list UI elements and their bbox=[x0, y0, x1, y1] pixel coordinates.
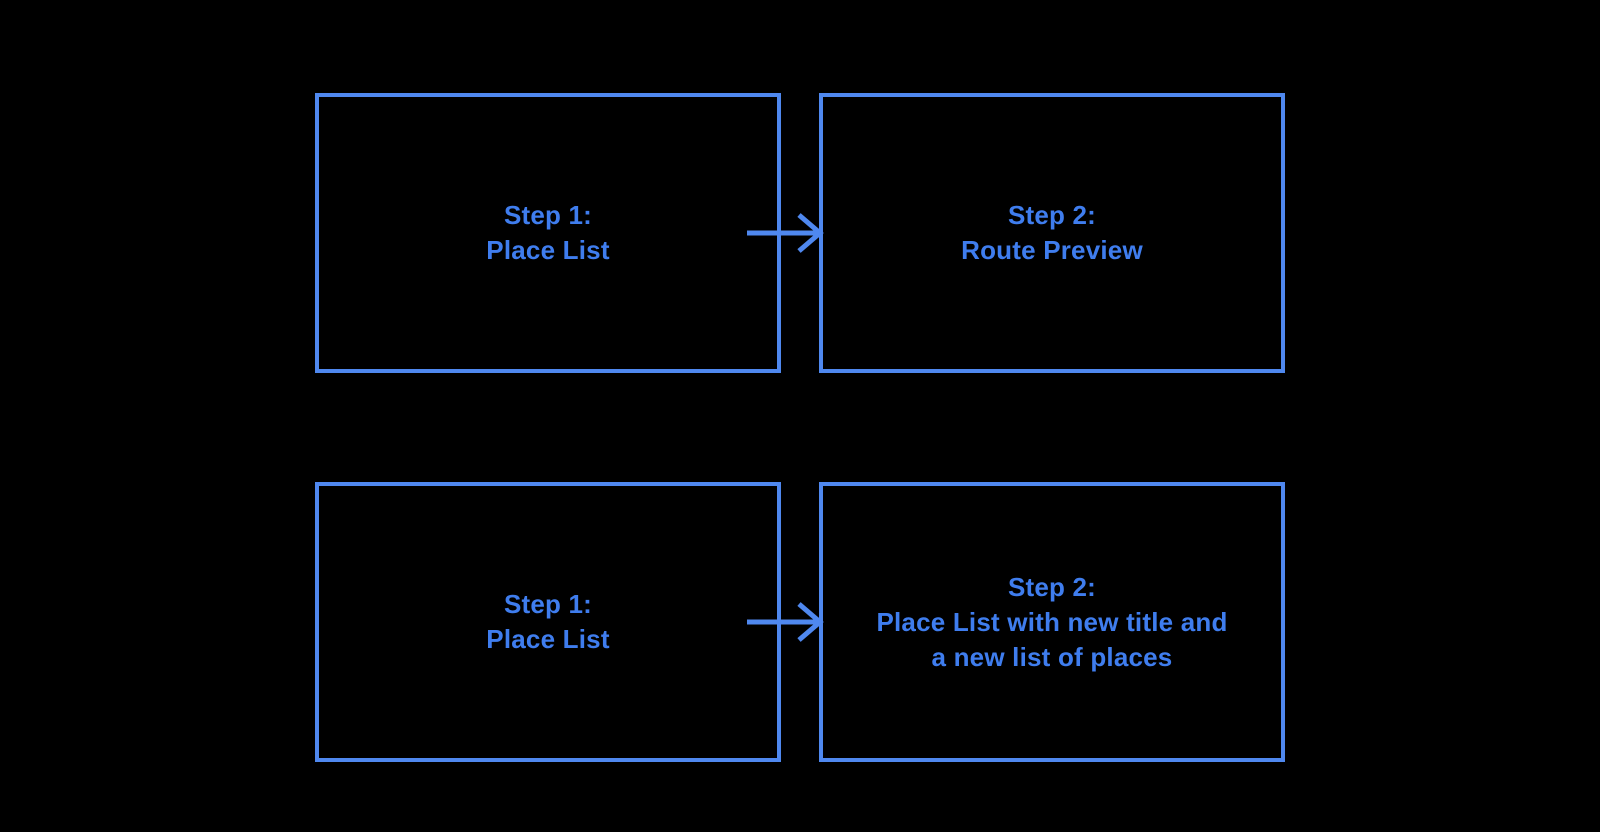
box-label-line: Route Preview bbox=[961, 235, 1143, 265]
box-label-line: Place List with new title and bbox=[876, 606, 1228, 637]
flow-box-step2-route-preview: Step 2: Route Preview bbox=[819, 93, 1285, 373]
box-label-line: Step 1: bbox=[503, 589, 593, 619]
flow-box-step1-place-list-bottom: Step 1: Place List bbox=[315, 482, 781, 762]
box-label-line: Place List bbox=[486, 235, 610, 265]
flow-box-step1-place-list-top: Step 1: Place List bbox=[315, 93, 781, 373]
box-label-line: Step 2: bbox=[1007, 571, 1097, 602]
flow-box-step2-place-list-new-title: Step 2: Place List with new title and a … bbox=[819, 482, 1285, 762]
box-label-line: Step 1: bbox=[503, 200, 593, 230]
box-label-line: a new list of places bbox=[931, 641, 1173, 672]
box-label-line: Step 2: bbox=[1007, 200, 1097, 230]
box-label-line: Place List bbox=[486, 624, 610, 654]
